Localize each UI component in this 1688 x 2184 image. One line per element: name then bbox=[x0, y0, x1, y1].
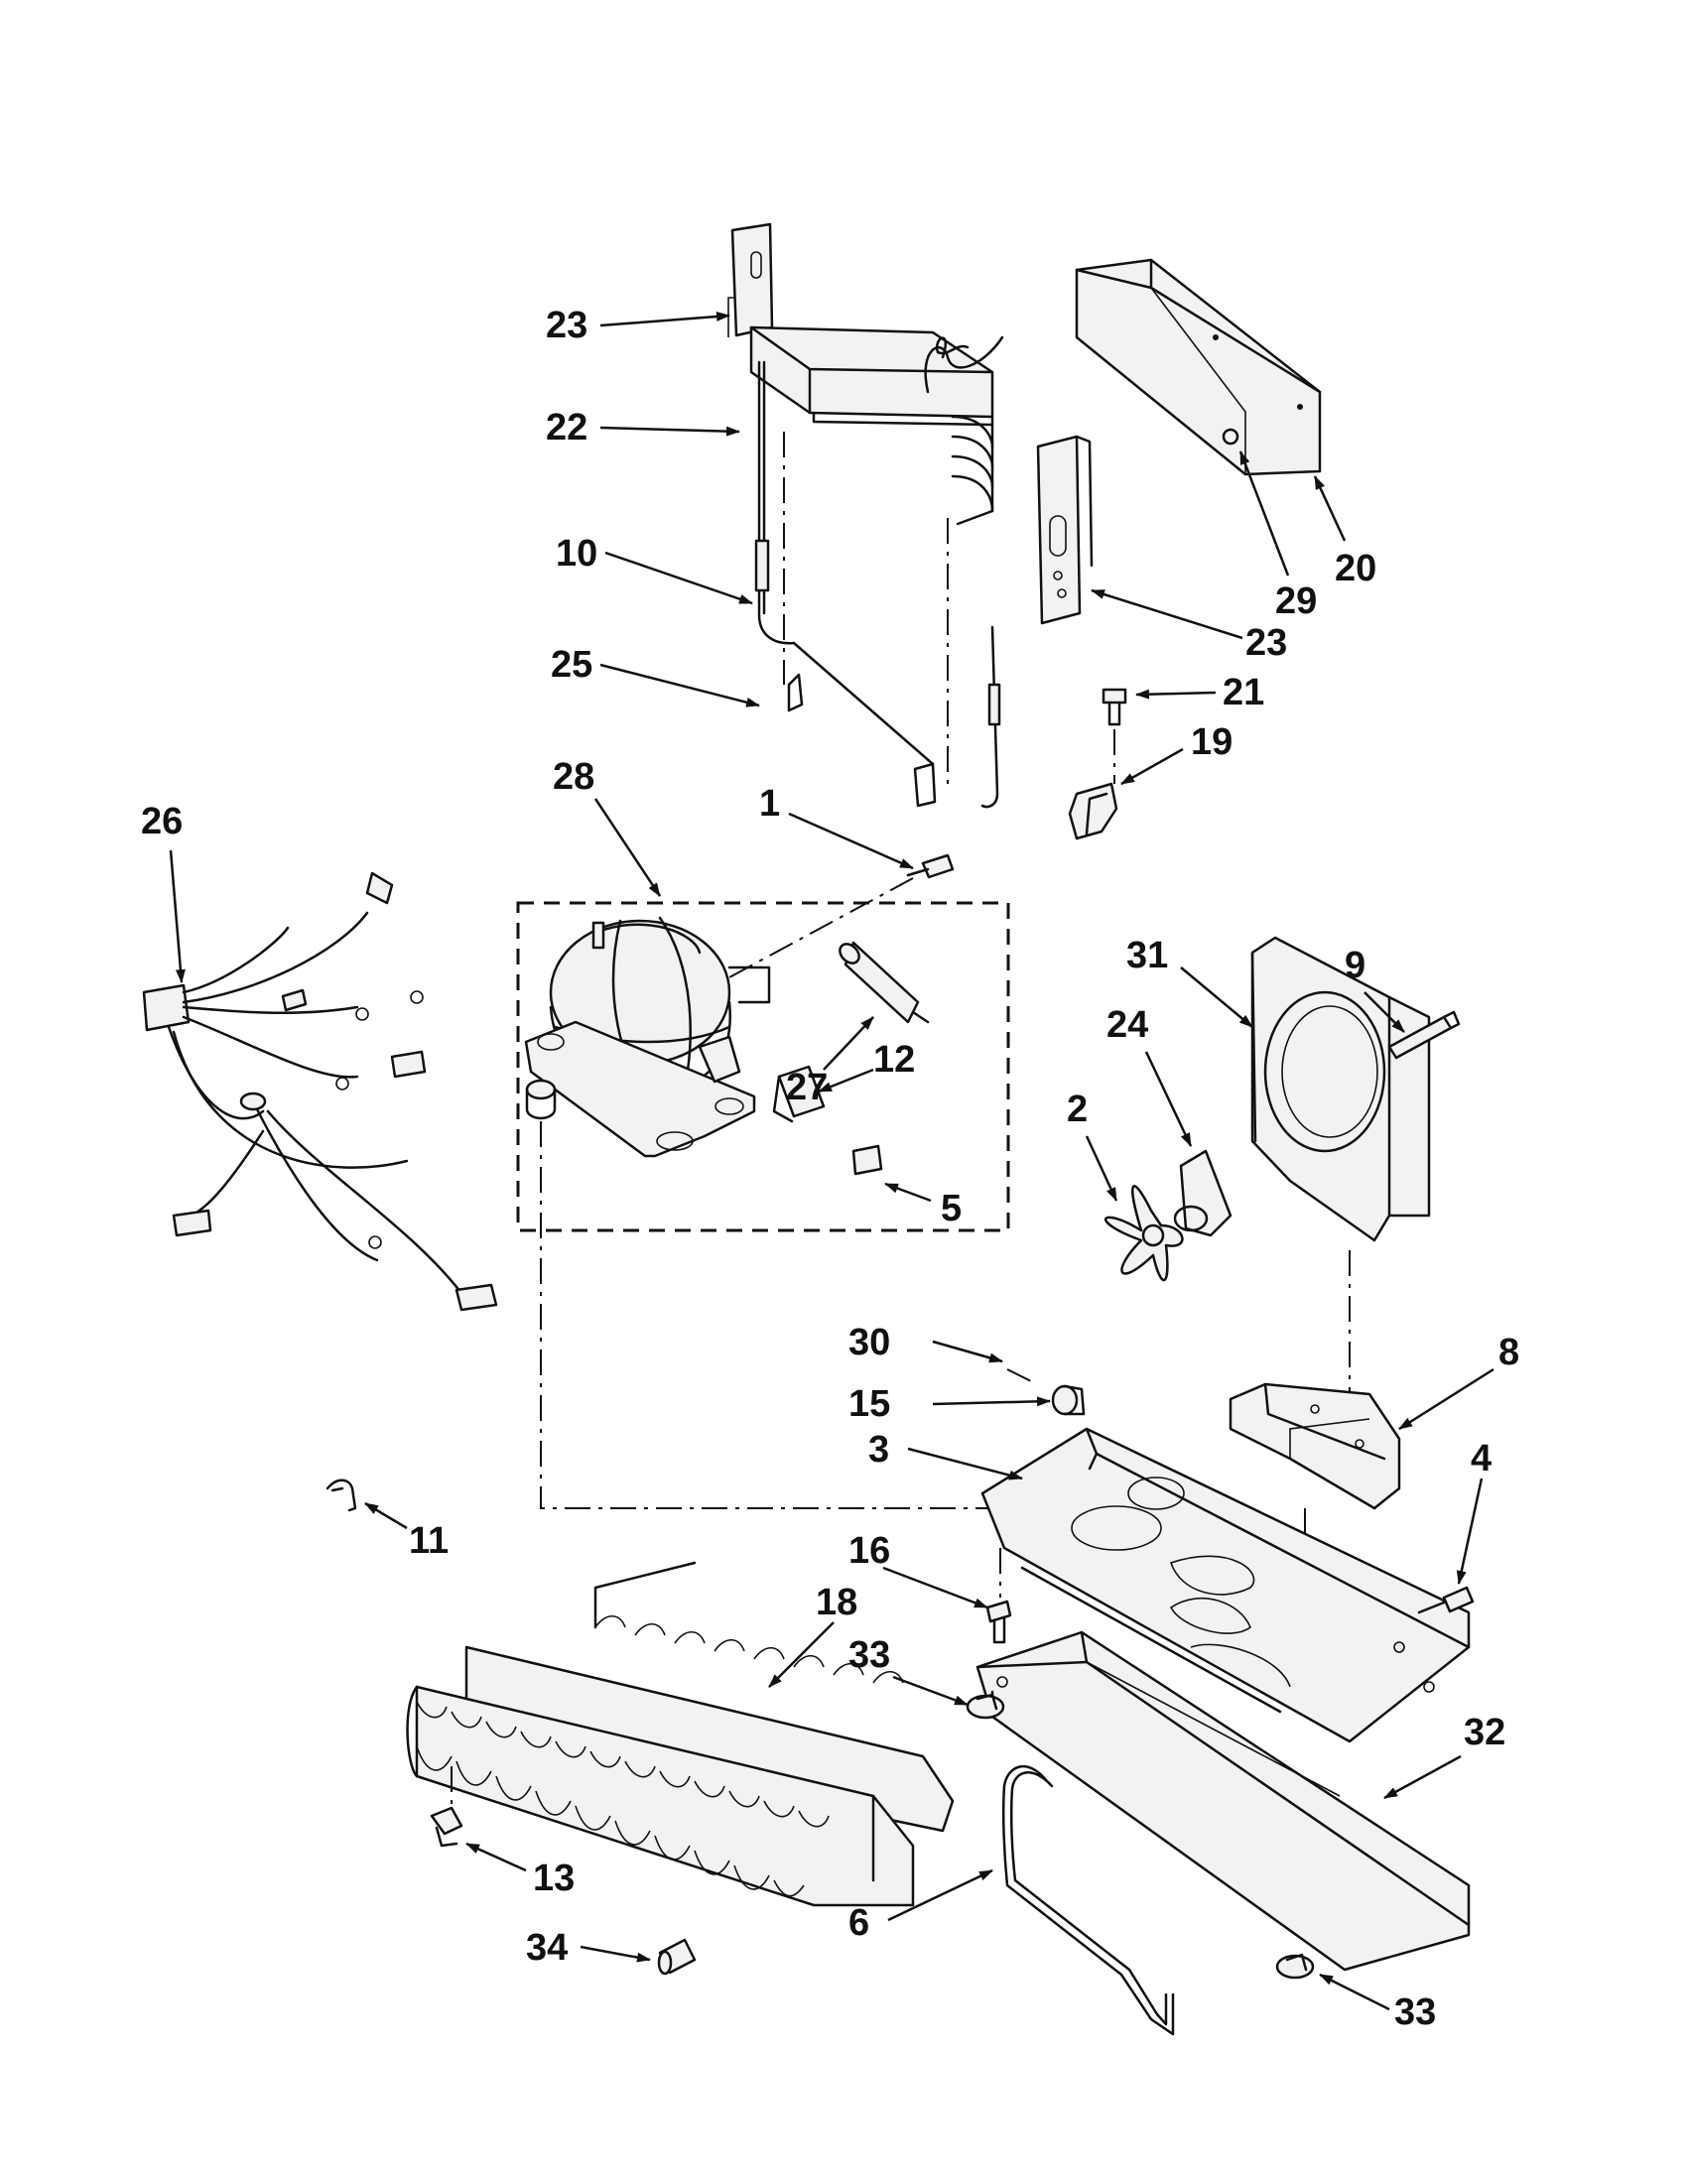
fan-shroud-31 bbox=[1250, 936, 1431, 1242]
callout-15: 15 bbox=[848, 1383, 890, 1425]
callout-25: 25 bbox=[551, 644, 592, 686]
compressor-group-box bbox=[516, 901, 1010, 1232]
drier-27 bbox=[839, 941, 930, 1024]
screw-9 bbox=[1387, 1010, 1461, 1060]
leader-grommet-dash bbox=[540, 1121, 1032, 1509]
grommet-15 bbox=[1051, 1384, 1086, 1416]
screw-16 bbox=[985, 1600, 1012, 1644]
callout-2: 2 bbox=[1067, 1089, 1088, 1130]
screw-4 bbox=[1417, 1586, 1475, 1614]
condenser-18 bbox=[406, 1561, 955, 1907]
callout-31: 31 bbox=[1126, 935, 1168, 976]
callout-20: 20 bbox=[1335, 548, 1376, 589]
fan-motor-24 bbox=[1173, 1149, 1233, 1237]
callout-34: 34 bbox=[526, 1927, 568, 1969]
callout-9: 9 bbox=[1345, 945, 1365, 986]
callout-8: 8 bbox=[1498, 1332, 1519, 1373]
cover-20 bbox=[1075, 258, 1322, 476]
callout-33-lower: 33 bbox=[1394, 1991, 1436, 2033]
foot-33-lower bbox=[1275, 1953, 1315, 1980]
fan-blade-2 bbox=[1104, 1185, 1184, 1282]
clip-11 bbox=[325, 1478, 357, 1512]
grommet bbox=[525, 1079, 557, 1120]
bracket-23-right bbox=[1036, 435, 1094, 625]
clip-19 bbox=[1068, 782, 1118, 840]
callout-21: 21 bbox=[1223, 672, 1264, 713]
screw-29 bbox=[1222, 428, 1239, 446]
leader-1-dash bbox=[728, 877, 914, 978]
base-plate-3 bbox=[980, 1427, 1471, 1743]
callout-6: 6 bbox=[848, 1902, 869, 1944]
overload-5 bbox=[851, 1144, 883, 1176]
callout-arrows bbox=[169, 312, 1494, 2011]
bracket-23-left bbox=[727, 222, 774, 337]
leader-30-dash bbox=[1006, 1368, 1038, 1385]
tube-6 bbox=[1001, 1764, 1175, 2036]
callout-26: 26 bbox=[141, 801, 183, 842]
bracket-8 bbox=[1229, 1382, 1401, 1510]
callout-23-left: 23 bbox=[546, 305, 587, 346]
callout-16: 16 bbox=[848, 1530, 890, 1572]
screw-21 bbox=[1102, 688, 1127, 726]
callout-24: 24 bbox=[1106, 1004, 1148, 1046]
callout-18: 18 bbox=[816, 1582, 857, 1623]
callout-29: 29 bbox=[1275, 580, 1317, 622]
heater-wire-10-25 bbox=[754, 360, 1001, 809]
foot-33-upper bbox=[966, 1693, 1005, 1720]
compressor bbox=[524, 916, 771, 1158]
callout-labels: 23 22 10 25 28 1 26 27 12 5 20 29 23 21 … bbox=[141, 305, 1519, 2033]
callout-27: 27 bbox=[786, 1067, 828, 1108]
fitting-34 bbox=[657, 1938, 697, 1976]
screw-1 bbox=[906, 853, 955, 879]
callout-12: 12 bbox=[873, 1039, 915, 1081]
callout-1: 1 bbox=[759, 783, 780, 825]
callout-33-upper: 33 bbox=[848, 1634, 890, 1676]
callout-4: 4 bbox=[1471, 1438, 1492, 1479]
callout-5: 5 bbox=[941, 1188, 962, 1229]
callout-23-right: 23 bbox=[1245, 622, 1287, 664]
callout-22: 22 bbox=[546, 407, 587, 449]
evaporator-22 bbox=[749, 325, 1004, 526]
callout-10: 10 bbox=[556, 533, 597, 575]
relay-12 bbox=[772, 1065, 826, 1123]
callout-13: 13 bbox=[533, 1858, 575, 1899]
callout-3: 3 bbox=[868, 1429, 889, 1471]
callout-11: 11 bbox=[409, 1520, 449, 1562]
callout-32: 32 bbox=[1464, 1712, 1505, 1753]
callout-30: 30 bbox=[848, 1322, 890, 1363]
callout-28: 28 bbox=[553, 756, 594, 798]
wire-harness-26 bbox=[142, 871, 498, 1312]
clip-13 bbox=[430, 1806, 463, 1848]
callout-19: 19 bbox=[1191, 721, 1233, 763]
